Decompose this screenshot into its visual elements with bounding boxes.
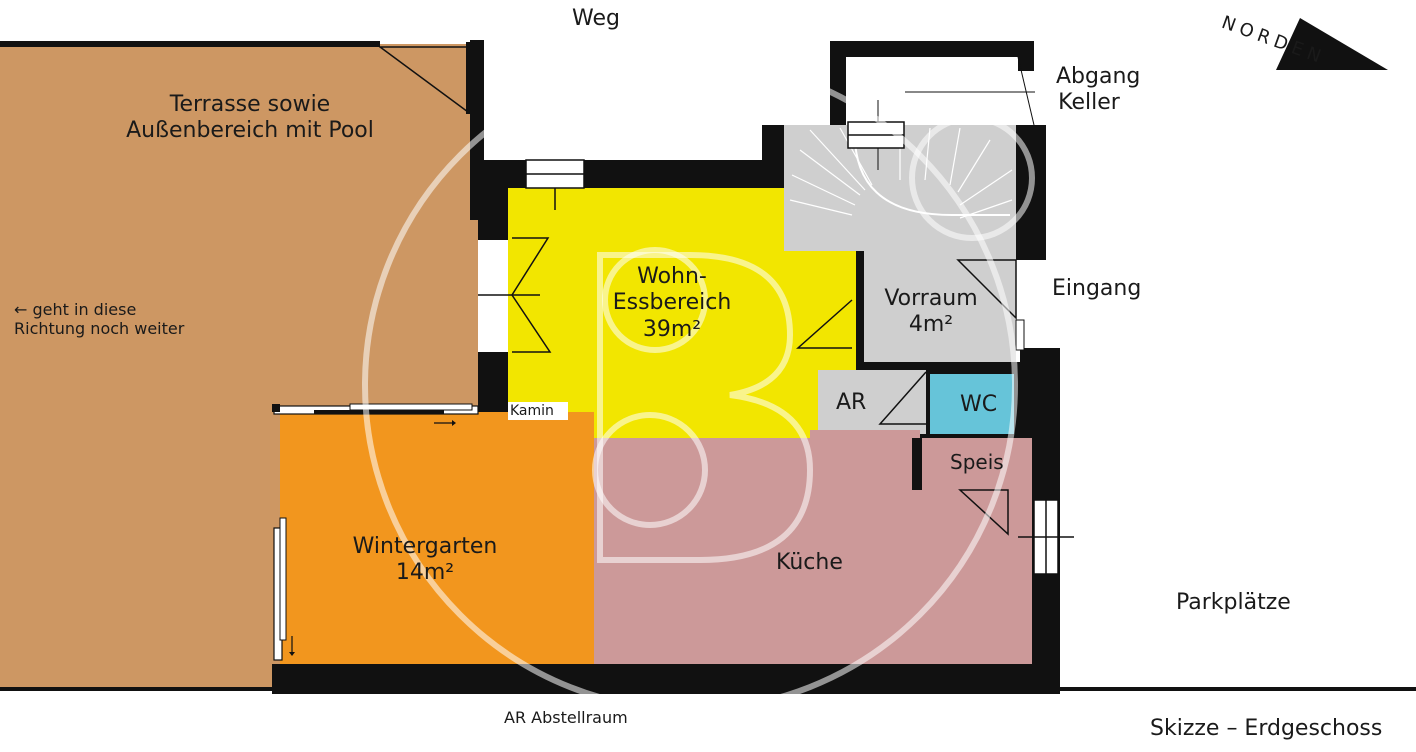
terrace-top-edge (0, 41, 380, 47)
wc-room (930, 374, 1014, 434)
storage-label: AR (836, 390, 867, 415)
stair-diagonal (1017, 56, 1035, 126)
conservatory-west-slider (279, 517, 287, 641)
kitchen-label: Küche (776, 550, 843, 575)
path-label: Weg (572, 6, 620, 31)
living-label-line2: Essbereich (612, 290, 732, 316)
conservatory-post-nw (272, 404, 280, 412)
kitchen-wall-pantry (912, 438, 922, 490)
stair-label-line2: Keller (1058, 90, 1120, 116)
wc-label: WC (960, 392, 998, 417)
conservatory-label-line1: Wintergarten (352, 534, 498, 559)
wall-stair-top (830, 41, 1032, 57)
wall-west-living (478, 160, 508, 240)
wall-stair-west (830, 41, 846, 131)
stair-upper (846, 57, 1018, 125)
caption: Skizze – Erdgeschoss (1150, 716, 1383, 741)
conservatory-slider-1 (314, 410, 444, 414)
wall-west-lower (478, 352, 508, 422)
vestibule-label-line1: Vorraum (884, 286, 978, 311)
living-east-door (796, 299, 853, 349)
conservatory-west-arrow-head (289, 652, 295, 656)
storage-door (878, 371, 927, 425)
direction-note-line1: ← geht in diese (14, 300, 137, 319)
conservatory-label-area: 14m² (395, 560, 455, 586)
kitchen-room (594, 438, 1032, 664)
conservatory-room (280, 412, 594, 664)
parking-label: Parkplätze (1176, 590, 1291, 615)
fireplace-label: Kamin (510, 403, 554, 419)
watermark-logo (362, 57, 1035, 713)
terrace-label: Terrasse sowie Außenbereich mit Pool (108, 92, 392, 145)
legend-text: AR Abstellraum (504, 708, 628, 727)
living-label-line1: Wohn- (637, 264, 707, 289)
wall-north-living (480, 160, 780, 188)
kitchen-gap (810, 430, 920, 438)
terrace-label-line2: Außenbereich mit Pool (126, 118, 374, 144)
stair-label-line1: Abgang (1056, 64, 1141, 89)
living-label: Wohn- Essbereich 39m² (604, 264, 740, 343)
vestibule-room (864, 228, 1016, 362)
conservatory-arrow-head (452, 420, 456, 426)
kitchen-door (958, 489, 1009, 536)
entrance-label: Eingang (1052, 276, 1142, 301)
direction-note-line2: Richtung noch weiter (14, 319, 185, 339)
north-arrow-icon (1276, 18, 1388, 70)
wall-stair-east (1018, 41, 1034, 71)
wall-south (272, 664, 1060, 694)
conservatory-slider-2 (349, 403, 473, 411)
direction-note: ← geht in diese Richtung noch weiter (14, 300, 184, 338)
terrace-label-line1: Terrasse sowie (169, 92, 331, 117)
conservatory-divider (520, 420, 594, 424)
vestibule-label: Vorraum 4m² (876, 286, 986, 339)
conservatory-label: Wintergarten 14m² (340, 534, 510, 587)
living-label-area: 39m² (642, 316, 702, 342)
pantry-label: Speis (950, 450, 1004, 474)
entrance-opening (1015, 319, 1025, 351)
stair-label: Abgang Keller (1056, 64, 1141, 117)
vestibule-label-area: 4m² (908, 312, 954, 338)
